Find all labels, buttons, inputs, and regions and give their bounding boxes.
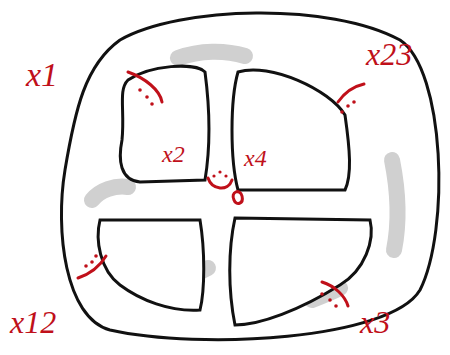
- variable-label: x12: [10, 304, 56, 340]
- label-holder: x2: [162, 142, 185, 166]
- label-holder: x3: [360, 306, 390, 338]
- outer-boundary: [61, 13, 438, 340]
- label-holder: x12: [10, 306, 56, 338]
- variable-label: x23: [366, 36, 412, 72]
- label-holder: x1: [26, 58, 58, 92]
- holes: [98, 66, 371, 325]
- label-holder: x4: [244, 146, 267, 170]
- variable-label: x3: [360, 304, 390, 340]
- loop-arcs: [78, 72, 364, 306]
- variable-label: x2: [162, 141, 185, 167]
- label-holder: x23: [366, 38, 412, 70]
- variable-label: x4: [244, 145, 267, 171]
- loop-dots: [84, 88, 356, 308]
- variable-label: x1: [26, 56, 58, 93]
